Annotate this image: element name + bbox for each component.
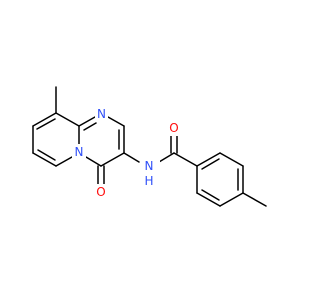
bond-c9-c8-inner [36, 118, 56, 130]
atom-nh: N H [140, 157, 160, 188]
molecule-canvas: N N O N H O [32, 86, 267, 207]
bond-c4-n5 [85, 156, 102, 167]
bond-camide-cipso [173, 152, 198, 167]
bond-nh-camide [158, 152, 175, 163]
bond-c9a-c9 [55, 112, 80, 127]
atom-nh-hydrogen: H [144, 174, 153, 188]
bond-c9a-n1 [78, 116, 96, 127]
atom-labels: N N O N H O [72, 106, 181, 200]
bond-ar-5-6-inner [201, 189, 220, 201]
atom-o-ketone: O [94, 184, 108, 200]
bond-ar-2-3 [219, 152, 244, 167]
bond-c3-nh [123, 152, 140, 163]
bond-c7-c6-inner [37, 149, 56, 161]
bond-c6-n5 [55, 156, 73, 167]
bond-ar-4-5 [219, 192, 244, 207]
bonds [32, 86, 267, 207]
atom-n1: N [95, 106, 108, 122]
bond-n1-c2 [107, 116, 125, 127]
atom-n1-label: N [97, 107, 106, 121]
atom-n5: N [72, 144, 86, 160]
bond-c9a-n1-inner [83, 122, 97, 131]
bond-methyl-para [242, 192, 267, 207]
bond-c7-c6 [32, 152, 57, 167]
bond-ar-1-2 [196, 152, 221, 167]
atom-o-amide: O [167, 120, 181, 136]
molecule-structure: N N O N H O [32, 86, 267, 207]
bond-ar-1-2-inner [201, 158, 220, 170]
bond-c9-c8 [32, 112, 57, 127]
bond-c3-c4 [100, 152, 125, 167]
atom-nh-label: N [145, 159, 154, 173]
atom-n5-label: N [75, 145, 84, 159]
atom-o-ketone-label: O [96, 185, 105, 199]
bond-ar-5-6 [196, 192, 221, 207]
atom-o-amide-label: O [169, 121, 178, 135]
